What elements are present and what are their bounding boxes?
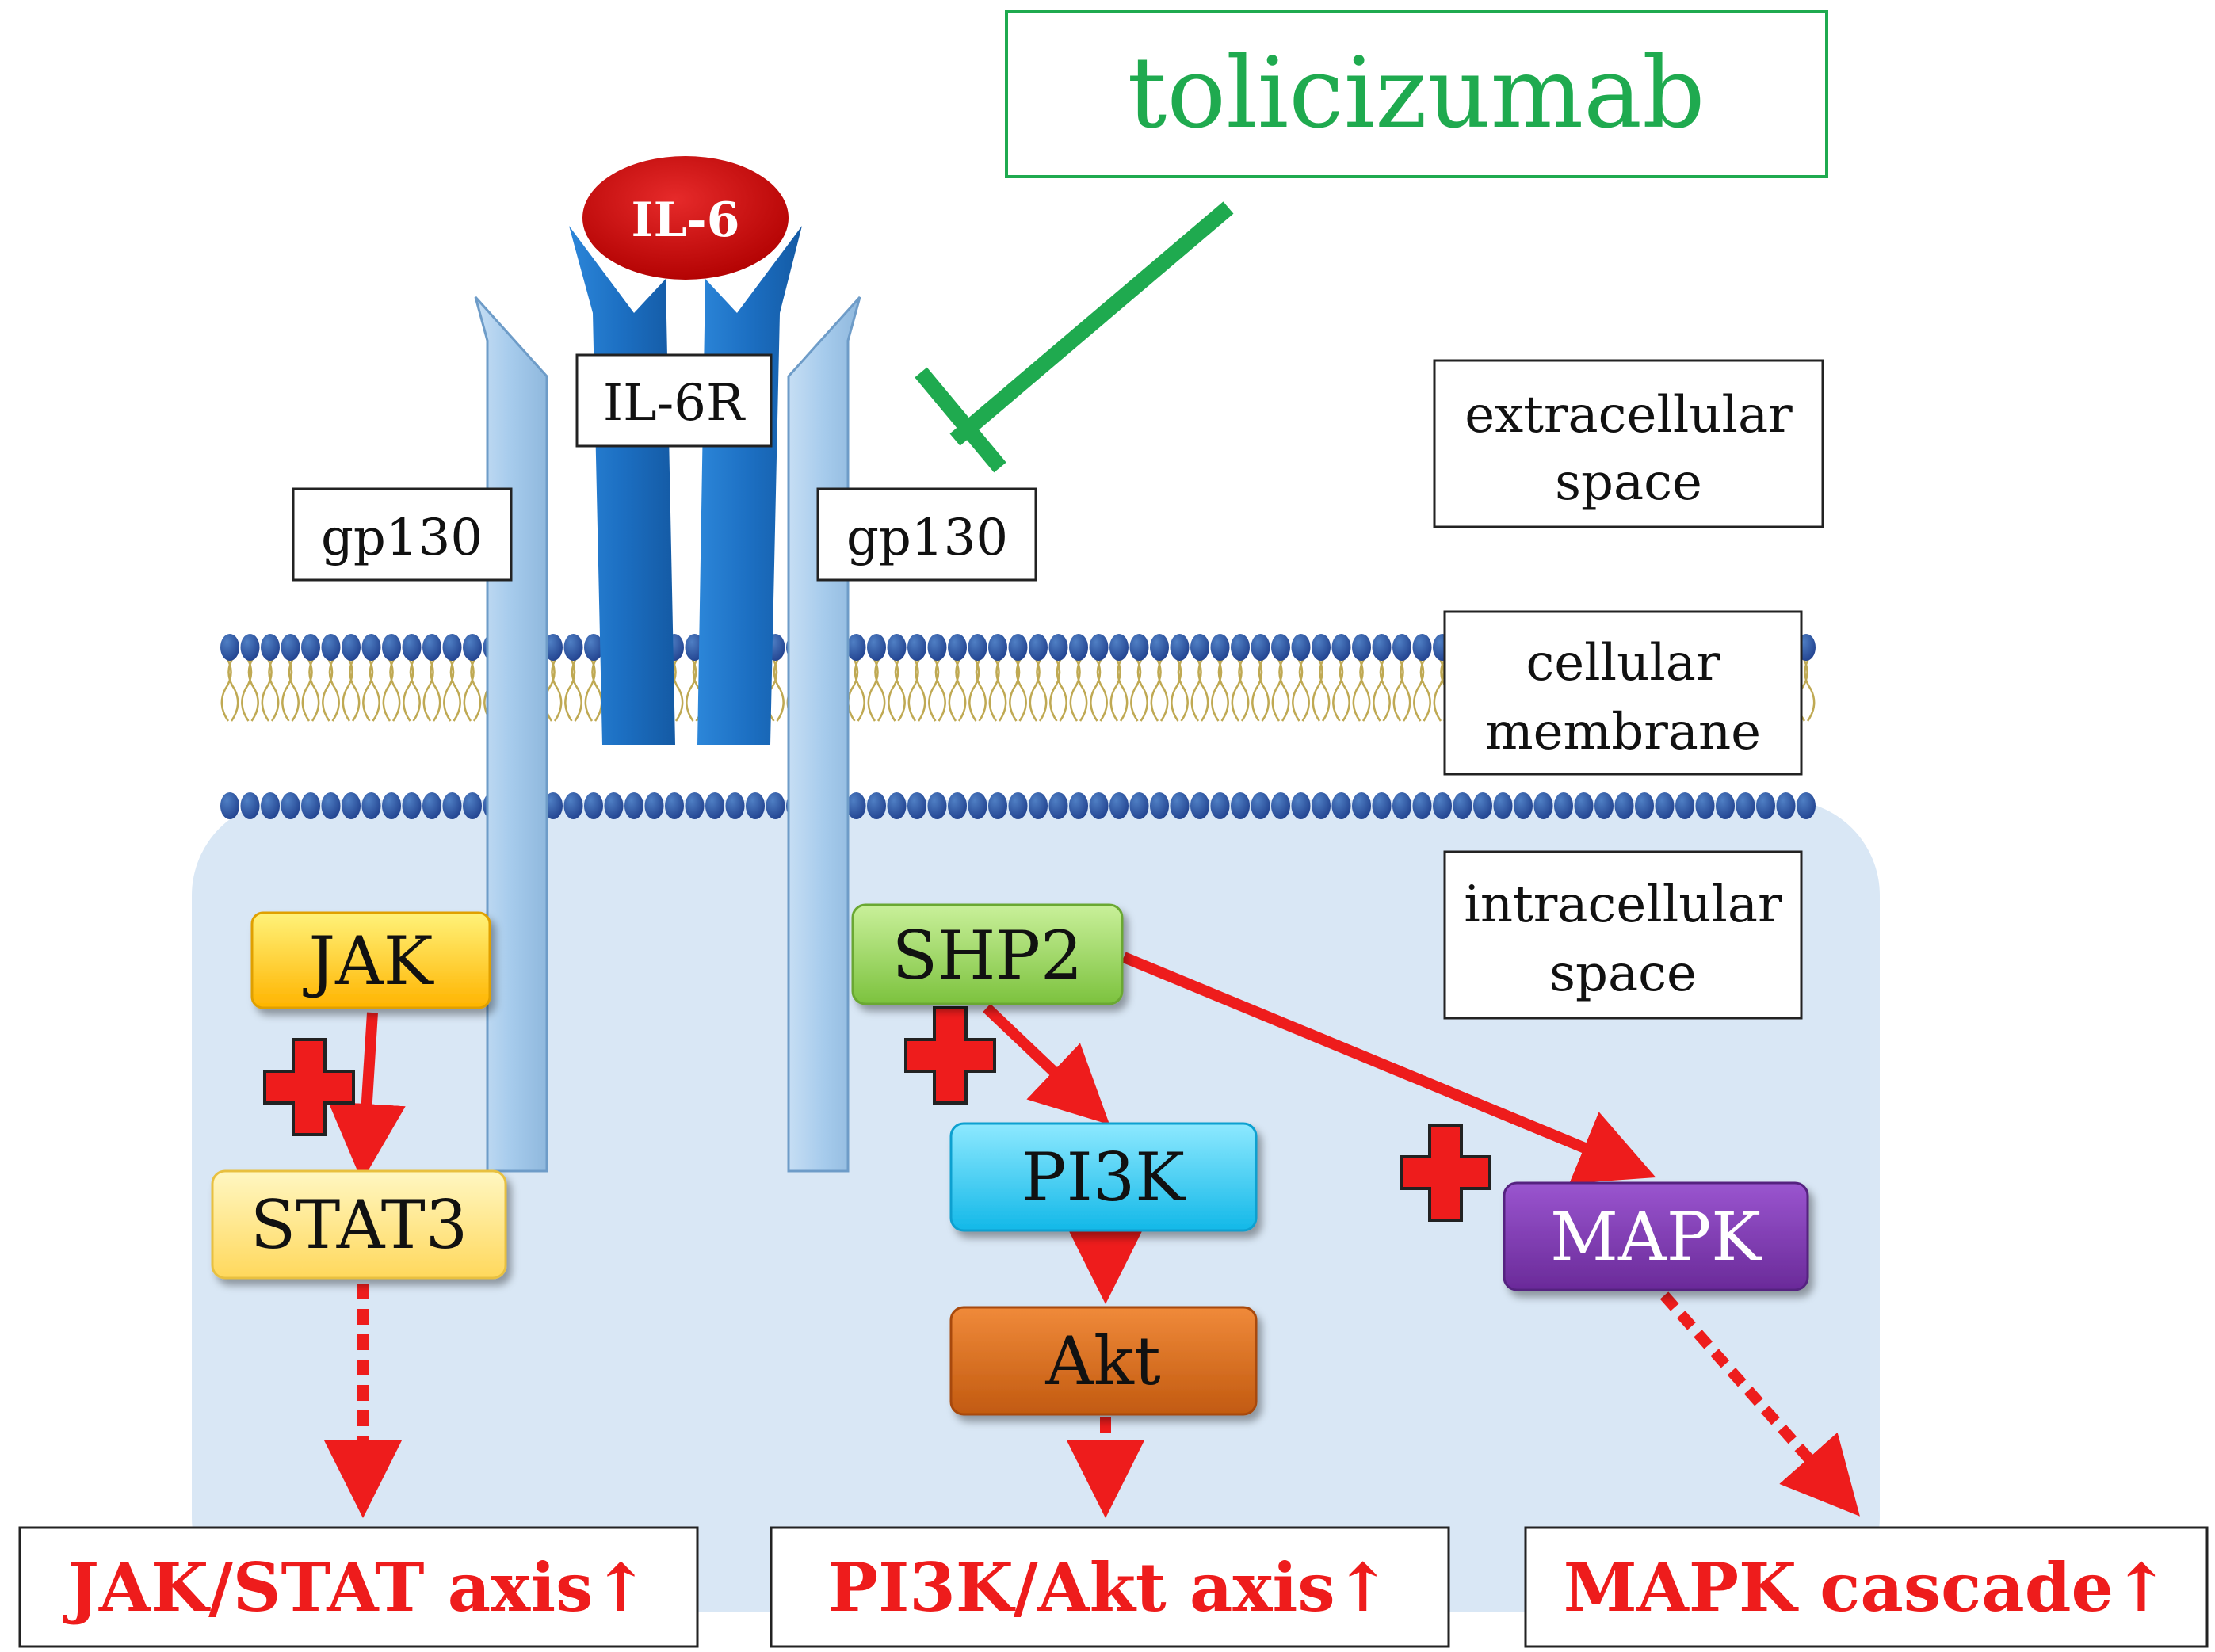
node-akt bbox=[949, 1306, 1258, 1416]
il6r-receptor-right bbox=[697, 226, 802, 745]
outcome-mapk-label: MAPK cascade↑ bbox=[1564, 1548, 2170, 1627]
arrow-shp2-pi3k bbox=[983, 1003, 1110, 1125]
drug-box bbox=[1005, 10, 1828, 178]
extracellular-label-line1: extracellular bbox=[1465, 386, 1793, 444]
arrow-shp2-mapk bbox=[1121, 952, 1656, 1184]
node-mapk bbox=[1503, 1181, 1809, 1291]
il6r-label: IL-6R bbox=[603, 374, 746, 433]
gp130-receptor-left bbox=[474, 296, 548, 1173]
node-mapk-label: MAPK bbox=[1550, 1198, 1762, 1276]
node-jak-label: JAK bbox=[302, 922, 434, 1000]
arrow-jak-stat3 bbox=[327, 1012, 406, 1181]
node-stat3 bbox=[211, 1169, 507, 1280]
intracellular-label-box bbox=[1443, 850, 1803, 1020]
node-shp2 bbox=[851, 903, 1124, 1005]
il6-label: IL-6 bbox=[632, 193, 740, 248]
outcome-pi3k-akt-box bbox=[770, 1526, 1450, 1648]
drug-label: tolicizumab bbox=[1128, 36, 1705, 151]
node-pi3k-label: PI3K bbox=[1022, 1139, 1186, 1216]
membrane-label-line1: cellular bbox=[1526, 634, 1720, 692]
outcome-jak-stat-label: JAK/STAT axis↑ bbox=[62, 1548, 649, 1627]
gp130-right-box bbox=[816, 487, 1037, 582]
membrane-label-box bbox=[1443, 610, 1803, 776]
inhibition-bar bbox=[915, 367, 1006, 473]
intracellular-label-line1: intracellular bbox=[1464, 876, 1782, 934]
gp130-left-box bbox=[292, 487, 513, 582]
node-stat3-label: STAT3 bbox=[250, 1186, 468, 1264]
activation-plus-shp2-pi3k bbox=[904, 1006, 996, 1105]
il6r-receptor-left bbox=[569, 226, 675, 745]
membrane-label-line2: membrane bbox=[1485, 703, 1761, 761]
node-shp2-label: SHP2 bbox=[892, 917, 1083, 994]
extracellular-label-line2: space bbox=[1555, 453, 1702, 512]
node-pi3k bbox=[949, 1122, 1258, 1232]
extracellular-label-box bbox=[1433, 359, 1824, 528]
activation-plus-jak-stat3 bbox=[263, 1038, 355, 1136]
outcome-jak-stat-box bbox=[18, 1526, 699, 1648]
il6-ligand bbox=[582, 156, 789, 280]
arrow-mapk-outcome bbox=[1659, 1291, 1860, 1517]
gp130-right-label: gp130 bbox=[846, 509, 1008, 567]
intracellular-label-line2: space bbox=[1549, 944, 1697, 1003]
outcome-pi3k-akt-label: PI3K/Akt axis↑ bbox=[828, 1548, 1391, 1627]
node-jak bbox=[250, 911, 491, 1009]
il6r-label-box bbox=[575, 353, 773, 448]
gp130-left-label: gp130 bbox=[321, 509, 483, 567]
inhibition-line bbox=[949, 201, 1234, 446]
gp130-receptor-right bbox=[787, 296, 861, 1173]
node-akt-label: Akt bbox=[1044, 1322, 1161, 1400]
activation-plus-shp2-mapk bbox=[1400, 1124, 1491, 1222]
outcome-mapk-box bbox=[1524, 1526, 2209, 1648]
